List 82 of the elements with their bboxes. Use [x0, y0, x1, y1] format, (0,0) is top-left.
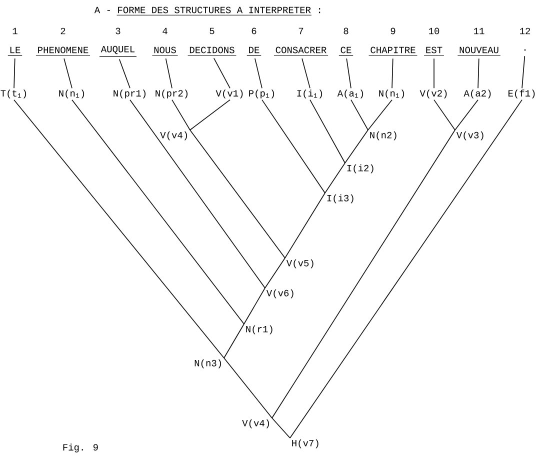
tree-branch	[190, 130, 286, 258]
node-label: N(n3)	[194, 359, 221, 368]
category-label: N(n$_{1}$)	[59, 90, 84, 98]
tree-branch	[172, 99, 190, 130]
word-number: 8	[344, 28, 348, 34]
stem-line	[165, 58, 172, 89]
tree-branch	[224, 358, 272, 418]
figure-caption: Fig. 9	[63, 444, 98, 452]
category-label: E(f1)	[508, 90, 535, 98]
word: LE	[8, 46, 22, 56]
node-label: N(n2)	[370, 131, 396, 140]
word: DECIDONS	[188, 46, 237, 56]
word: CONSACRER	[274, 46, 328, 56]
node-label: V(v4)	[160, 131, 187, 140]
stem-line	[392, 58, 394, 89]
word: DE	[246, 46, 262, 56]
category-label: N(n$_{1}$)	[379, 90, 404, 98]
word-number: 3	[116, 28, 120, 34]
tree-branch	[72, 99, 244, 324]
tree-branch	[368, 99, 392, 130]
tree-branch	[224, 324, 244, 358]
tree-branch	[244, 288, 266, 324]
word: NOUS	[152, 46, 178, 56]
category-label: I(i$_{1}$)	[297, 90, 322, 98]
tree-branch	[272, 130, 456, 418]
stem-line	[118, 58, 130, 89]
word: CE	[338, 46, 354, 56]
word: AUQUEL	[99, 46, 137, 57]
tree-branch	[130, 99, 266, 288]
category-label: A(a2)	[464, 90, 491, 98]
category-label: V(v1)	[216, 90, 243, 98]
tree-branch	[454, 99, 478, 130]
stem-line	[478, 58, 480, 89]
tree-branch	[324, 162, 346, 194]
category-label: N(pr2)	[156, 90, 188, 98]
word-number: 7	[298, 28, 304, 34]
word-number: 4	[162, 28, 168, 34]
word-number: 10	[429, 28, 440, 34]
word-number: 11	[474, 28, 484, 34]
word: PHENOMENE	[36, 46, 90, 56]
category-label: N(pr1)	[114, 90, 146, 98]
tree-branch	[344, 130, 368, 164]
node-label: V(v5)	[286, 259, 314, 268]
tree-branch	[350, 99, 368, 130]
stem-line	[214, 58, 230, 89]
word: CHAPITRE	[368, 46, 418, 56]
tree-branch	[264, 258, 286, 288]
word: .	[524, 49, 526, 51]
tree-branch	[310, 99, 346, 164]
tree-branch	[190, 99, 230, 130]
node-label: V(v4)	[242, 419, 269, 428]
stem-line	[302, 58, 310, 89]
node-label: H(v7)	[292, 439, 318, 448]
tree-branch	[14, 99, 224, 358]
stem-line	[14, 58, 16, 89]
node-label: I(i2)	[347, 164, 374, 174]
tree-branch	[284, 192, 326, 258]
word-number: 12	[520, 28, 530, 34]
tree-branch	[262, 99, 326, 194]
node-label: I(i3)	[327, 194, 354, 204]
word-number: 9	[390, 28, 396, 34]
word-number: 1	[12, 28, 18, 34]
word-number: 6	[252, 28, 256, 34]
stem-line	[254, 58, 262, 89]
tree-branch	[290, 99, 522, 438]
stem-line	[346, 58, 352, 89]
word: NOUVEAU	[457, 46, 501, 56]
node-label: V(v6)	[266, 289, 294, 298]
tree-branch	[434, 99, 456, 130]
stem-line	[64, 58, 72, 89]
category-label: A(a$_{1}$)	[337, 90, 364, 98]
category-label: P(p$_{1}$)	[249, 90, 274, 98]
tree-branch	[272, 418, 290, 438]
node-label: N(r1)	[246, 325, 272, 334]
category-label: T(t$_{1}$)	[0, 90, 26, 98]
category-label: V(v2)	[420, 90, 447, 98]
word: EST	[424, 46, 444, 56]
word-number: 5	[210, 28, 214, 34]
title: A - FORME DES STRUCTURES A INTERPRETER :	[94, 6, 320, 16]
word-number: 2	[60, 28, 66, 34]
node-label: V(v3)	[456, 131, 484, 140]
stem-line	[522, 56, 526, 89]
